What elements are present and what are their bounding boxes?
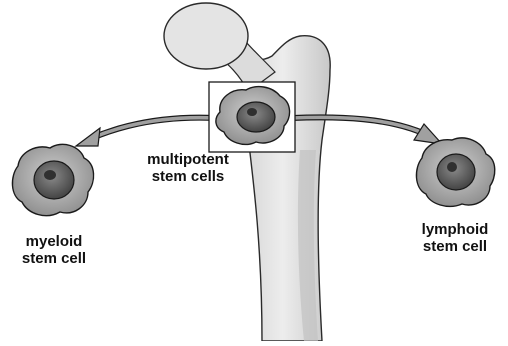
myeloid-label-line-1: myeloid xyxy=(2,233,106,250)
lymphoid-label-line-2: stem cell xyxy=(402,238,508,255)
lymphoid-nucleus xyxy=(437,154,475,190)
multipotent-stem-cells-label: multipotent stem cells xyxy=(128,151,248,185)
femoral-head xyxy=(164,3,248,69)
arrowhead-left xyxy=(76,128,100,146)
myeloid-nucleus xyxy=(34,161,74,199)
myeloid-stem-cell-label: myeloid stem cell xyxy=(2,233,106,267)
multipotent-label-line-1: multipotent xyxy=(128,151,248,168)
lymphoid-label-line-1: lymphoid xyxy=(402,221,508,238)
multipotent-nucleus xyxy=(237,102,275,132)
multipotent-stem-cell xyxy=(216,87,290,145)
lymphoid-stem-cell-label: lymphoid stem cell xyxy=(402,221,508,255)
multipotent-label-line-2: stem cells xyxy=(128,168,248,185)
myeloid-label-line-2: stem cell xyxy=(2,250,106,267)
lymphoid-stem-cell xyxy=(416,138,494,206)
myeloid-stem-cell xyxy=(12,144,93,215)
